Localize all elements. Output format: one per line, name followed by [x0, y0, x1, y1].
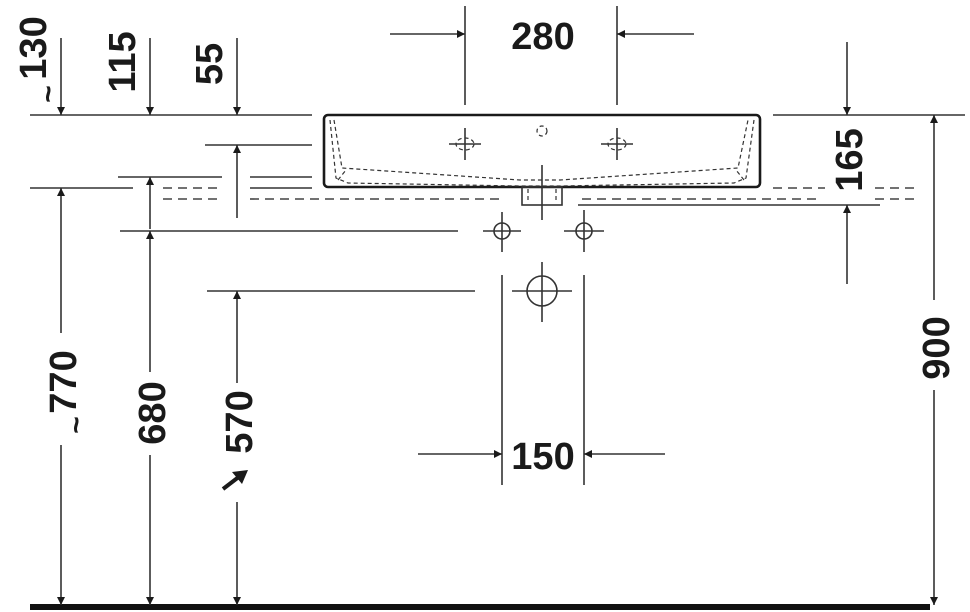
basin-outline [322, 113, 762, 220]
dim-680: 680 [132, 381, 174, 444]
supply-connection-left-icon [483, 212, 521, 252]
dim-55: 55 [189, 43, 231, 85]
dim-770: 770 [43, 350, 85, 413]
tap-hole-left-icon [449, 128, 481, 160]
dim-900: 900 [916, 316, 958, 379]
overflow-hole-icon [536, 125, 548, 137]
dim-115: 115 [102, 31, 144, 92]
dim-570: 570 [219, 390, 261, 453]
dim-130: 130 [13, 16, 55, 79]
dim-280: 280 [511, 16, 574, 58]
tilde-icon-770: ~ [60, 416, 93, 434]
tilde-icon: ~ [32, 85, 65, 103]
waste-connection-icon [512, 262, 572, 322]
dim-165: 165 [829, 128, 871, 191]
dim-150: 150 [511, 436, 574, 478]
tap-hole-right-icon [601, 128, 633, 160]
diagonal-arrow-icon [221, 470, 248, 491]
supply-connection-right-icon [564, 210, 604, 252]
